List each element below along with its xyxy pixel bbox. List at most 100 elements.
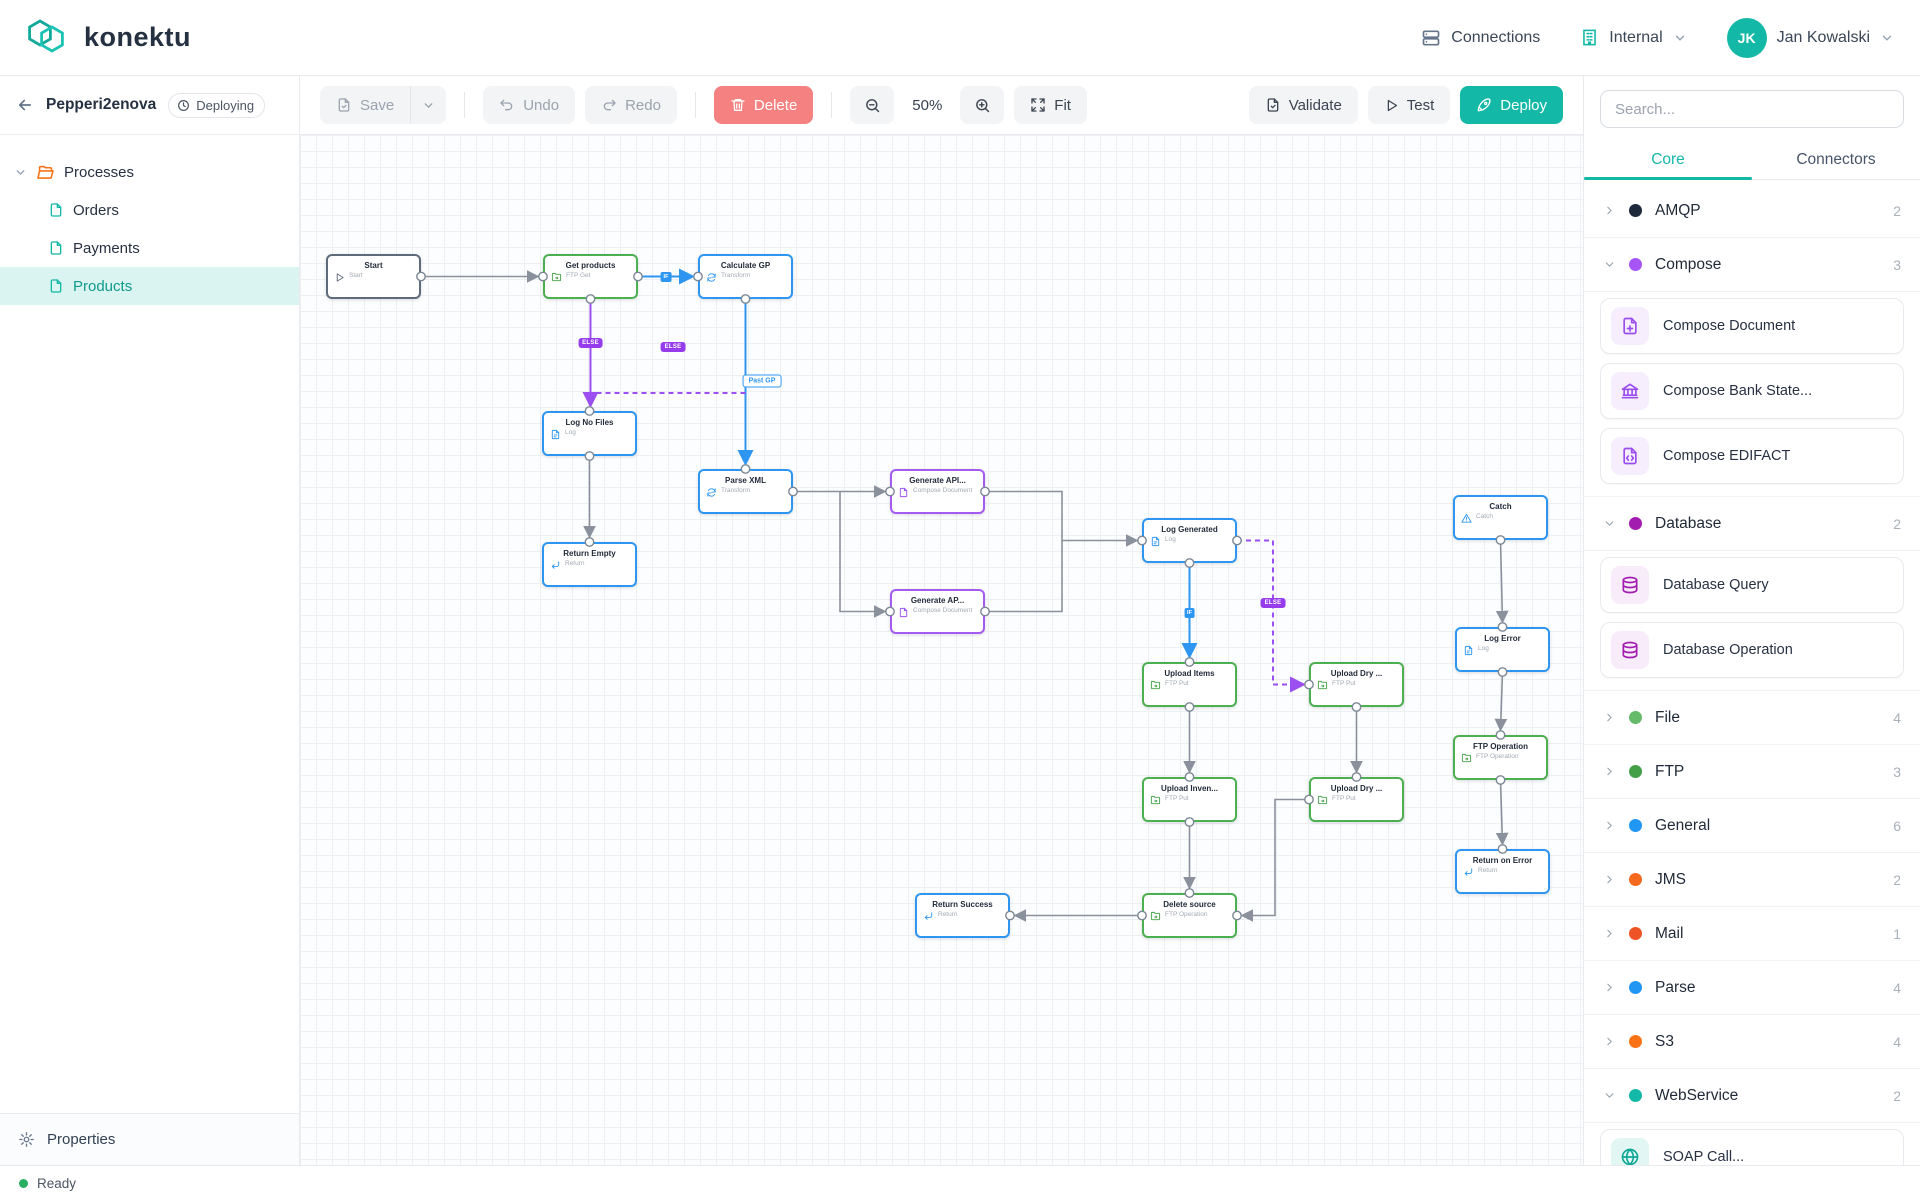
flow-edge	[985, 490, 1139, 547]
flow-edge	[1495, 539, 1509, 624]
delete-button[interactable]: Delete	[713, 86, 814, 124]
category-count: 2	[1893, 202, 1901, 219]
validate-button[interactable]: Validate	[1248, 86, 1358, 124]
redo-button[interactable]: Redo	[585, 86, 677, 124]
test-button[interactable]: Test	[1367, 86, 1451, 124]
save-options-button[interactable]	[410, 86, 447, 124]
node-subtitle: FTP Put	[1332, 795, 1356, 802]
category-dot-icon	[1629, 765, 1642, 778]
deploy-button[interactable]: Deploy	[1460, 86, 1563, 124]
edge-badge-if: IF	[1184, 608, 1195, 618]
node-subtitle: Log	[565, 429, 576, 436]
category-dot-icon	[1629, 258, 1642, 271]
palette-item-compose-edifact[interactable]: Compose EDIFACT	[1600, 428, 1904, 484]
node-title: Catch	[1489, 502, 1512, 511]
palette-item-soap-call[interactable]: SOAP Call...	[1600, 1129, 1904, 1165]
flow-node-gen-api-2[interactable]: Generate AP...Compose Document	[890, 589, 985, 634]
node-subtitle: Transform	[721, 272, 751, 279]
search-input[interactable]	[1600, 90, 1904, 128]
file-icon	[48, 240, 64, 256]
flow-node-upload-inven[interactable]: Upload Inven...FTP Put	[1142, 777, 1237, 822]
back-arrow-icon[interactable]	[16, 96, 34, 114]
palette-item-compose-document[interactable]: Compose Document	[1600, 298, 1904, 354]
tree-item-label: Payments	[73, 239, 140, 257]
node-subtitle: FTP Put	[1165, 795, 1189, 802]
zoom-out-button[interactable]	[850, 86, 895, 124]
flow-node-upload-dry-2[interactable]: Upload Dry ...FTP Put	[1309, 777, 1404, 822]
fit-button[interactable]: Fit	[1014, 86, 1087, 124]
category-name: FTP	[1655, 762, 1685, 780]
node-title: Return on Error	[1472, 856, 1533, 865]
tab-core[interactable]: Core	[1584, 140, 1752, 180]
flow-edge	[1495, 779, 1509, 846]
zoom-in-button[interactable]	[960, 86, 1005, 124]
edge-badge-if: IF	[660, 271, 672, 282]
folder-icon	[1317, 795, 1328, 806]
app-logo[interactable]: konektu	[26, 17, 191, 59]
top-bar: konektu Connections Internal JK	[0, 0, 1920, 76]
category-items: SOAP Call...	[1584, 1123, 1920, 1165]
sidebar-item-orders[interactable]: Orders	[0, 191, 299, 229]
node-subtitle: Log	[1165, 536, 1176, 543]
node-subtitle: Compose Document	[913, 607, 973, 614]
category-name: WebService	[1655, 1086, 1739, 1104]
file-icon	[898, 607, 909, 618]
clock-icon	[177, 99, 190, 112]
log-icon	[1463, 645, 1474, 656]
category-count: 2	[1893, 515, 1901, 532]
flow-node-upload-dry-1[interactable]: Upload Dry ...FTP Put	[1309, 662, 1404, 707]
tab-connectors[interactable]: Connectors	[1796, 150, 1876, 168]
tree-folder-processes[interactable]: Processes	[0, 153, 299, 191]
flow-node-gen-api-1[interactable]: Generate API...Compose Document	[890, 469, 985, 514]
category-count: 6	[1893, 817, 1901, 834]
building-icon	[1580, 28, 1599, 47]
palette-item-database-operation[interactable]: Database Operation	[1600, 622, 1904, 678]
chevron-right-icon	[1603, 204, 1616, 217]
edge-badge-else: ELSE	[660, 342, 686, 352]
sidebar-item-payments[interactable]: Payments	[0, 229, 299, 267]
flow-edge	[985, 540, 1063, 613]
node-title: Upload Dry ...	[1330, 669, 1383, 678]
user-menu[interactable]: JK Jan Kowalski	[1726, 17, 1894, 58]
tree-folder-label: Processes	[64, 163, 135, 181]
properties-panel-toggle[interactable]: Properties	[0, 1113, 299, 1165]
flow-edge	[1494, 671, 1508, 732]
undo-button[interactable]: Undo	[483, 86, 576, 124]
org-selector[interactable]: Internal	[1580, 28, 1686, 47]
sidebar-item-products[interactable]: Products	[0, 267, 299, 305]
save-button[interactable]: Save	[320, 86, 411, 124]
connections-menu[interactable]: Connections	[1421, 28, 1540, 48]
refresh-icon	[706, 487, 717, 498]
log-icon	[550, 429, 561, 440]
palette-item-database-query[interactable]: Database Query	[1600, 557, 1904, 613]
node-subtitle: Return	[565, 560, 585, 567]
palette-item-compose-bank-state[interactable]: Compose Bank State...	[1600, 363, 1904, 419]
